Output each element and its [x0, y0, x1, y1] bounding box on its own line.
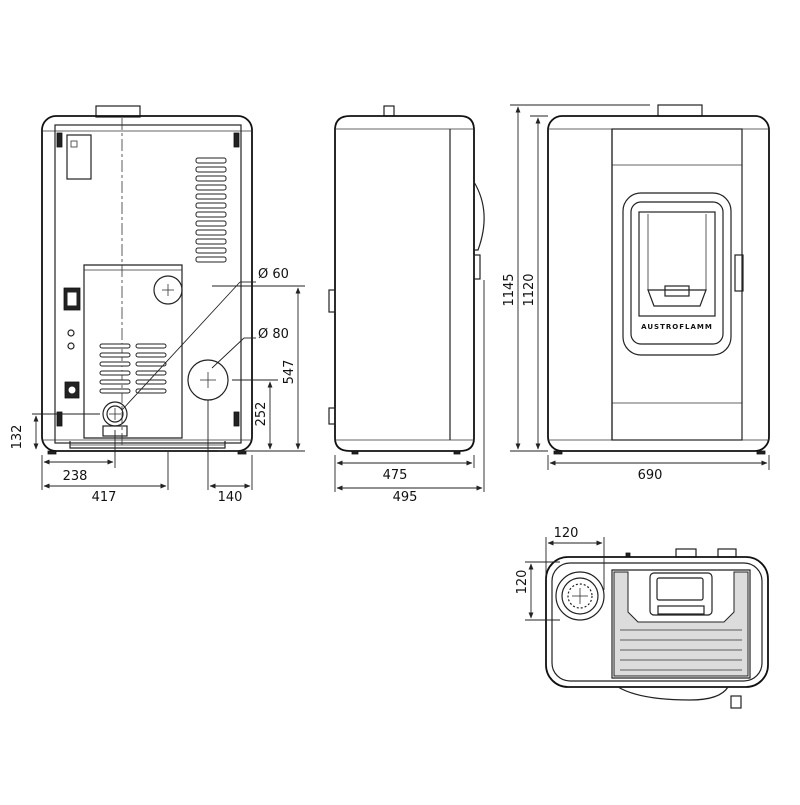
side-view	[328, 105, 485, 455]
dim-140-label: 140	[218, 490, 243, 505]
front-view	[547, 104, 770, 455]
rear-lower-grille	[99, 343, 167, 394]
dim-252	[232, 379, 278, 450]
dim-417-label: 417	[92, 490, 117, 505]
dim-top-120-x-label: 120	[554, 526, 579, 541]
dim-1145-label: 1145	[502, 273, 517, 306]
dim-238-label: 238	[63, 469, 88, 484]
dim-132-label: 132	[10, 425, 25, 450]
dim-top-120-y-label: 120	[515, 570, 530, 595]
dims-front	[510, 104, 770, 470]
diameter-leaders	[121, 281, 256, 411]
diameter-60-label: Ø 60	[258, 267, 289, 282]
dim-547	[212, 285, 305, 452]
dim-1120-label: 1120	[522, 273, 537, 306]
dims-side	[334, 280, 485, 492]
dim-690-label: 690	[638, 468, 663, 483]
dims-rear-bottom	[41, 400, 253, 490]
rear-vent-grille	[195, 157, 227, 263]
dim-252-label: 252	[254, 402, 269, 427]
rear-view	[41, 105, 253, 455]
dim-132	[32, 413, 100, 450]
dim-547-label: 547	[282, 360, 297, 385]
dim-495-label: 495	[393, 490, 418, 505]
dim-475-label: 475	[383, 468, 408, 483]
dims-top	[525, 537, 605, 621]
brand-logo: AUSTROFLAMM	[641, 323, 713, 331]
diameter-80-label: Ø 80	[258, 327, 289, 342]
top-view	[545, 548, 769, 709]
